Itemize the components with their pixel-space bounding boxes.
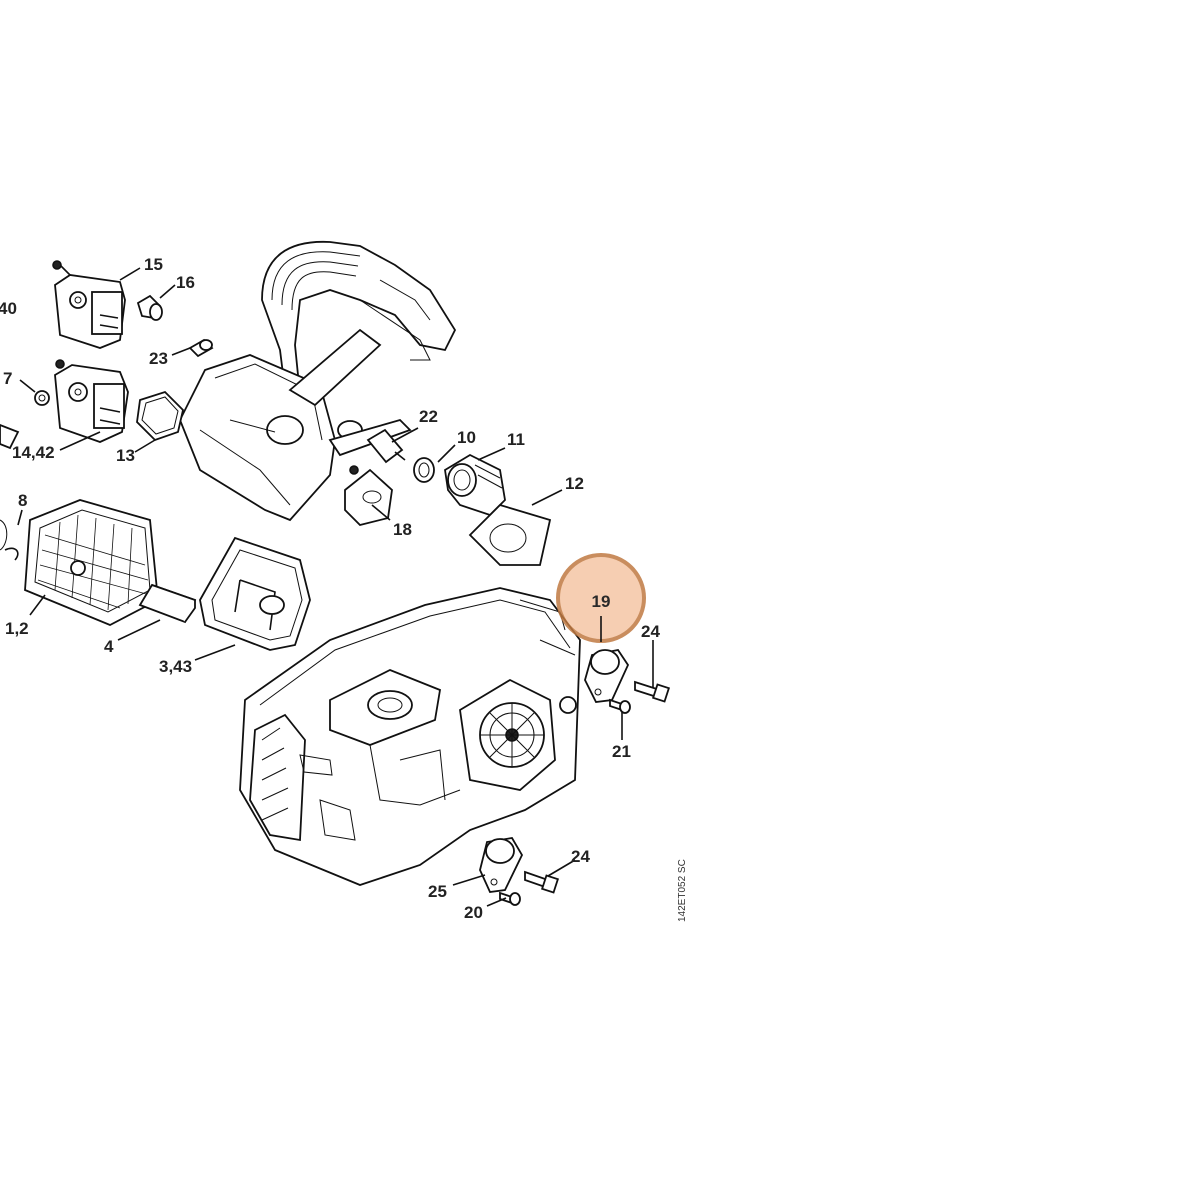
av-element-25 bbox=[479, 837, 524, 893]
gasket bbox=[136, 390, 184, 442]
label-16: 16 bbox=[176, 273, 195, 292]
partial-parts-left bbox=[0, 424, 20, 561]
label-23: 23 bbox=[149, 349, 168, 368]
filter-base bbox=[199, 536, 311, 651]
label-19: 19 bbox=[592, 592, 611, 611]
label-18: 18 bbox=[393, 520, 412, 539]
label-15: 15 bbox=[144, 255, 163, 274]
label-14-42: 14,42 bbox=[12, 443, 55, 462]
handle-housing bbox=[179, 240, 457, 522]
part-labels: 40 15 16 23 7 14,42 13 22 10 11 12 18 8 … bbox=[0, 255, 660, 922]
label-40: 40 bbox=[0, 299, 17, 318]
label-4: 4 bbox=[104, 637, 114, 656]
label-8: 8 bbox=[18, 491, 27, 510]
label-3-43: 3,43 bbox=[159, 657, 192, 676]
label-7: 7 bbox=[3, 369, 12, 388]
engine-crankcase bbox=[239, 587, 581, 886]
label-25: 25 bbox=[428, 882, 447, 901]
intake-parts bbox=[344, 428, 552, 566]
leader-lines bbox=[17, 267, 654, 907]
av-element-19 bbox=[584, 649, 630, 703]
label-13: 13 bbox=[116, 446, 135, 465]
label-22: 22 bbox=[419, 407, 438, 426]
label-20: 20 bbox=[464, 903, 483, 922]
carburetor-top bbox=[52, 260, 126, 349]
label-12: 12 bbox=[565, 474, 584, 493]
small-parts bbox=[34, 294, 214, 406]
highlight-19: 19 bbox=[556, 553, 646, 643]
filter-foam bbox=[138, 583, 197, 624]
label-24-bottom: 24 bbox=[571, 847, 590, 866]
label-11: 11 bbox=[507, 430, 525, 449]
drawing-code: 142ET052 SC bbox=[677, 859, 688, 922]
carburetor-lower bbox=[54, 359, 129, 443]
label-10: 10 bbox=[457, 428, 476, 447]
label-21: 21 bbox=[612, 742, 631, 761]
air-filter bbox=[24, 499, 159, 626]
label-24-top: 24 bbox=[641, 622, 660, 641]
label-1-2: 1,2 bbox=[5, 619, 29, 638]
screws-right bbox=[609, 680, 671, 714]
